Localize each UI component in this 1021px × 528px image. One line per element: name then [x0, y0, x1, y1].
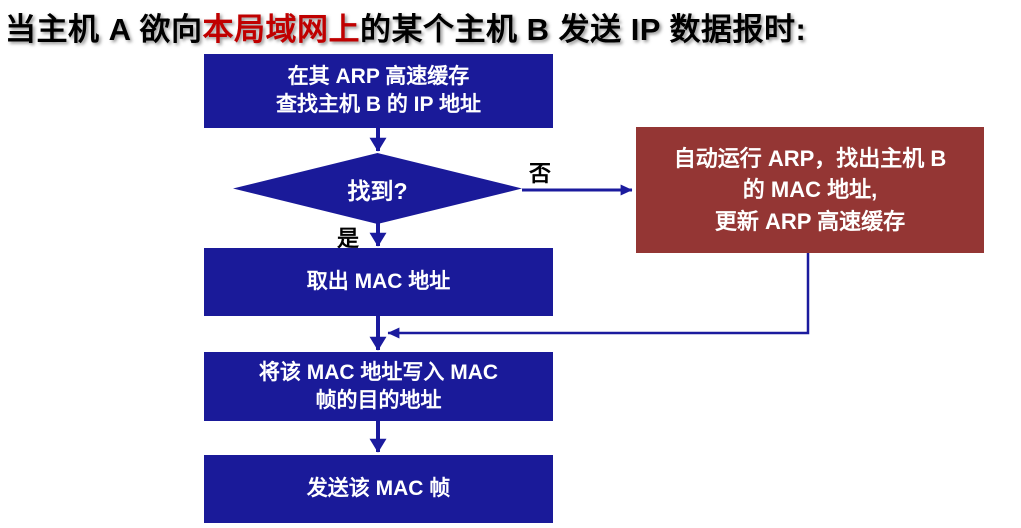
flow-box-search-arp-cache: 在其 ARP 高速缓存 查找主机 B 的 IP 地址: [204, 54, 553, 128]
branch-label-no: 否: [529, 161, 552, 186]
flow-box-line: 查找主机 B 的 IP 地址: [276, 93, 481, 116]
decision-label: 找到?: [347, 177, 408, 204]
flow-box-line: 更新 ARP 高速缓存: [714, 208, 906, 234]
flow-box-line: 帧的目的地址: [315, 388, 442, 412]
flow-box-line: 将该 MAC 地址写入 MAC: [258, 360, 499, 384]
flow-box-line: 取出 MAC 地址: [306, 270, 451, 294]
title-highlight: 本局域网上: [202, 12, 360, 47]
flow-box-run-arp: 自动运行 ARP，找出主机 B 的 MAC 地址, 更新 ARP 高速缓存: [636, 127, 984, 253]
flow-box-line: 在其 ARP 高速缓存: [287, 65, 470, 89]
branch-label-yes: 是: [337, 226, 360, 251]
title-suffix: 的某个主机 B 发送 IP 数据报时:: [359, 12, 807, 47]
flow-box-extract-mac: 取出 MAC 地址: [204, 248, 553, 316]
flow-box-write-mac-address: 将该 MAC 地址写入 MAC 帧的目的地址: [204, 352, 553, 421]
decision-diamond-found: 找到?: [233, 153, 522, 224]
page-title: 当主机 A 欲向本局域网上的某个主机 B 发送 IP 数据报时:: [5, 4, 806, 49]
flow-box-line: 的 MAC 地址,: [742, 177, 878, 203]
flow-box-line: 自动运行 ARP，找出主机 B: [673, 146, 947, 172]
flow-box-line: 发送该 MAC 帧: [306, 477, 451, 501]
title-prefix: 当主机 A 欲向: [5, 12, 203, 47]
flow-box-send-mac-frame: 发送该 MAC 帧: [204, 455, 553, 523]
